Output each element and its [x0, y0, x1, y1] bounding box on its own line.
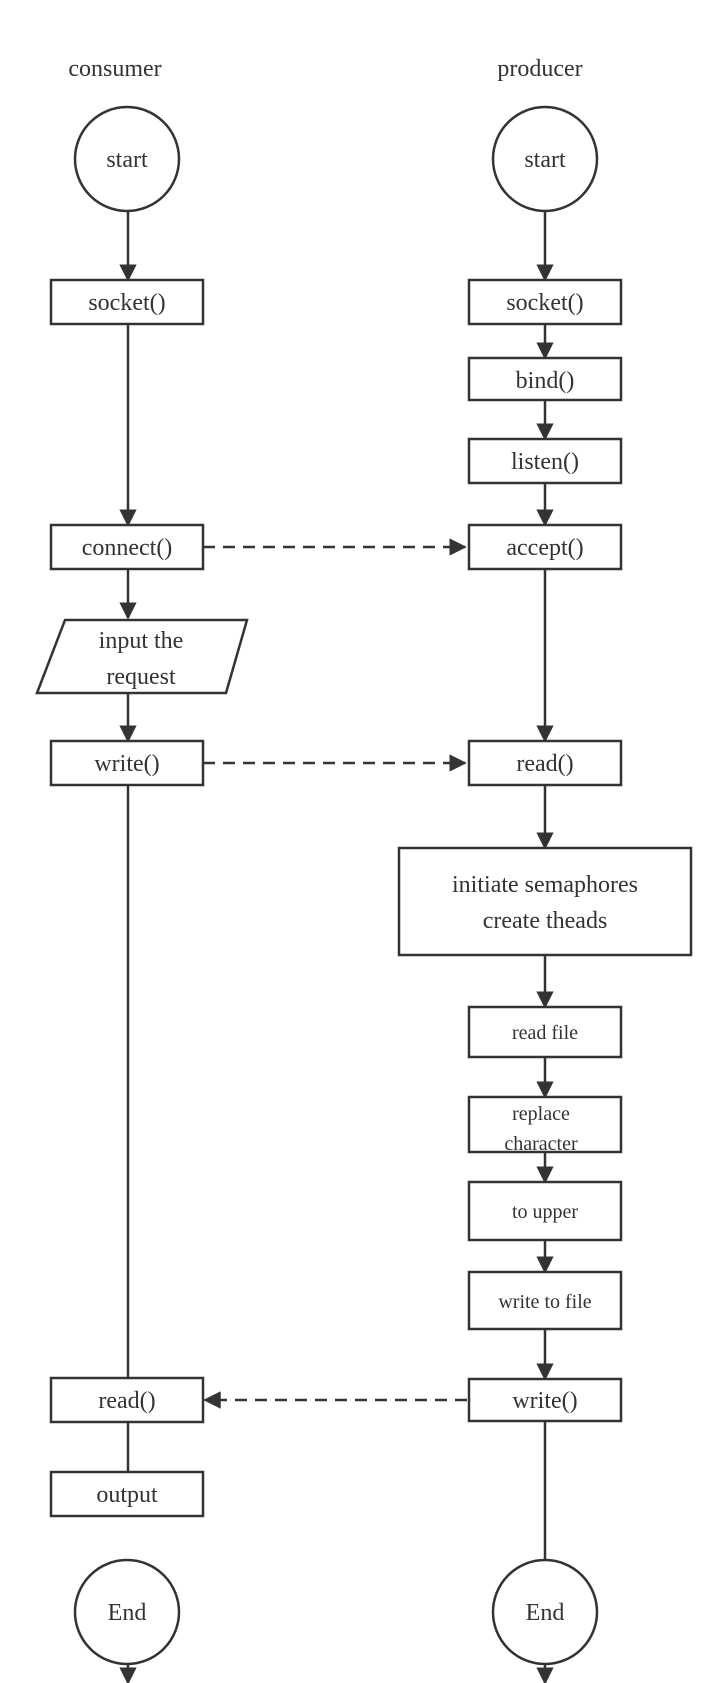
- consumer-output-node: [49, 1470, 205, 1518]
- producer-start-label: start: [524, 147, 566, 173]
- producer-replace-node: [467, 1095, 623, 1154]
- producer-write-label: write(): [512, 1388, 577, 1414]
- consumer-start-node: [73, 105, 181, 213]
- producer-socket-label: socket(): [506, 290, 583, 316]
- producer-socket-node: [467, 278, 623, 326]
- producer-lane-title: producer: [497, 56, 582, 82]
- producer-bind-label: bind(): [516, 368, 575, 394]
- consumer-input-label-line1: input the: [99, 628, 184, 654]
- consumer-start-label: start: [106, 147, 148, 173]
- producer-read-label: read(): [516, 751, 573, 777]
- consumer-connect-label: connect(): [82, 535, 173, 561]
- consumer-socket-node: [49, 278, 205, 326]
- consumer-end-label: End: [108, 1600, 147, 1626]
- producer-replace-label-line2: character: [504, 1133, 578, 1155]
- producer-accept-node: [467, 523, 623, 571]
- producer-readfile-label: read file: [512, 1022, 578, 1044]
- producer-end-node: [491, 1558, 599, 1666]
- producer-toupper-node: [467, 1180, 623, 1242]
- consumer-output-label: output: [96, 1482, 158, 1508]
- producer-writefile-node: [467, 1270, 623, 1331]
- producer-bind-node: [467, 356, 623, 402]
- consumer-write-node: [49, 739, 205, 787]
- producer-listen-label: listen(): [511, 449, 579, 475]
- producer-accept-label: accept(): [506, 535, 583, 561]
- producer-read-node: [467, 739, 623, 787]
- producer-writefile-label: write to file: [498, 1291, 591, 1313]
- consumer-write-label: write(): [94, 751, 159, 777]
- producer-init-label-line2: create theads: [483, 908, 608, 934]
- consumer-input-node: [35, 618, 249, 695]
- producer-replace-label-line1: replace: [512, 1103, 570, 1125]
- producer-readfile-node: [467, 1005, 623, 1059]
- producer-end-label: End: [526, 1600, 565, 1626]
- consumer-read-node: [49, 1376, 205, 1424]
- producer-listen-node: [467, 437, 623, 485]
- producer-start-node: [491, 105, 599, 213]
- producer-write-node: [467, 1377, 623, 1423]
- producer-init-label-line1: initiate semaphores: [452, 872, 638, 898]
- consumer-end-node: [73, 1558, 181, 1666]
- consumer-socket-label: socket(): [88, 290, 165, 316]
- producer-toupper-label: to upper: [512, 1201, 578, 1223]
- consumer-input-label-line2: request: [106, 664, 176, 690]
- consumer-connect-node: [49, 523, 205, 571]
- producer-init-node: [397, 846, 693, 957]
- consumer-lane-title: consumer: [68, 56, 161, 82]
- consumer-read-label: read(): [98, 1388, 155, 1414]
